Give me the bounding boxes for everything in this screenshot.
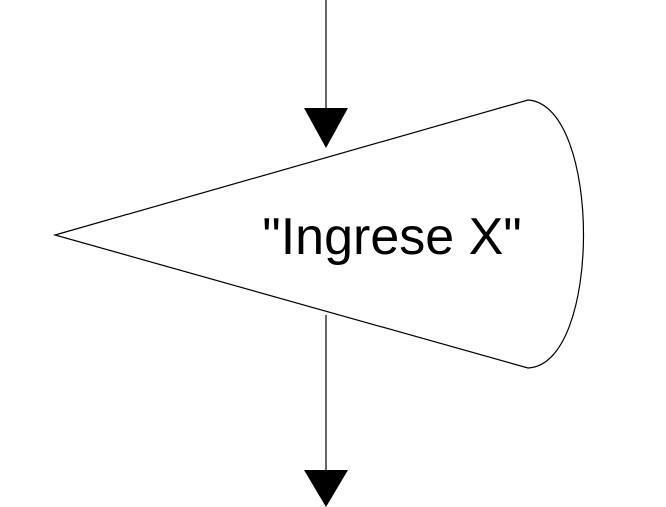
display-shape xyxy=(52,99,584,369)
outgoing-arrowhead xyxy=(304,470,348,507)
display-label: "Ingrese X" xyxy=(262,208,522,266)
incoming-arrowhead xyxy=(304,108,348,148)
